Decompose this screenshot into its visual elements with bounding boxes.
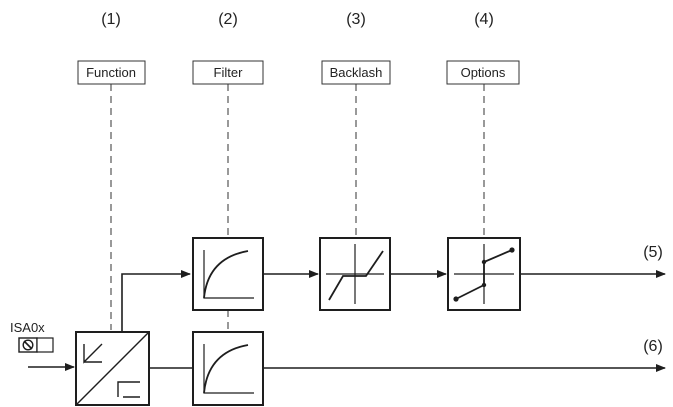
stage-4-number: (4) <box>474 11 494 28</box>
output-6-label: (6) <box>643 338 663 355</box>
stage-2-label-box: Filter <box>192 60 264 85</box>
stage-4-label: Options <box>461 65 506 80</box>
stage-3-number: (3) <box>346 11 366 28</box>
stage-3-label-box: Backlash <box>321 60 391 85</box>
filter-block-lower <box>192 331 264 406</box>
stage-2-number: (2) <box>218 11 238 28</box>
stage-2-label: Filter <box>214 65 244 80</box>
function-block <box>75 331 150 406</box>
stage-3-label: Backlash <box>330 65 383 80</box>
stage-1-label: Function <box>86 65 136 80</box>
switch-icon <box>18 337 54 353</box>
options-block <box>447 237 521 311</box>
stage-4-label-box: Options <box>446 60 520 85</box>
input-label: ISA0x <box>10 320 45 335</box>
filter-block-upper <box>192 237 264 311</box>
function-to-filter-arrow <box>121 270 191 332</box>
output-5-label: (5) <box>643 244 663 261</box>
backlash-block <box>319 237 391 311</box>
stage-1-number: (1) <box>101 11 121 28</box>
stage-1-label-box: Function <box>77 60 146 85</box>
